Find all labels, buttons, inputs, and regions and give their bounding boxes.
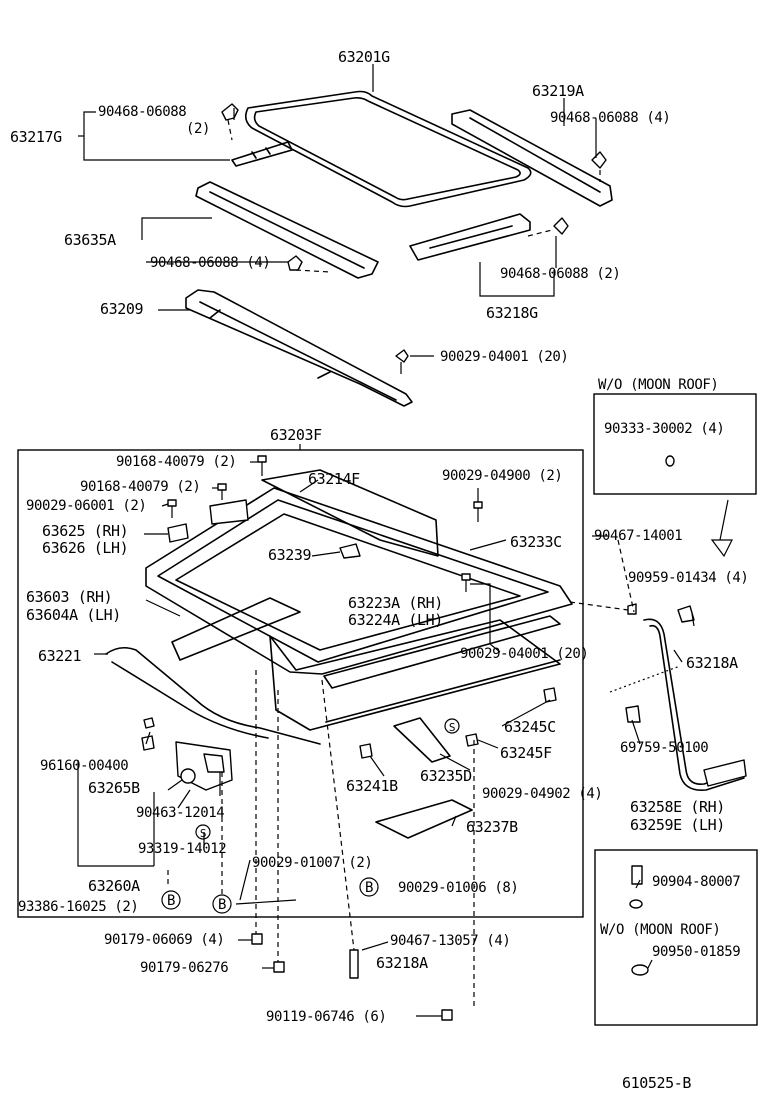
- label-90168-a: 90168-40079 (2): [116, 454, 236, 470]
- label-63218A-right: 63218A: [686, 654, 738, 672]
- svg-text:B: B: [218, 897, 226, 913]
- label-90467-13057: 90467-13057 (4): [390, 933, 510, 949]
- label-63219A: 63219A: [532, 82, 584, 100]
- label-90029-04001-mid: 90029-04001 (20): [460, 646, 588, 662]
- label-moon-roof-lower: W/O (MOON ROOF): [600, 922, 720, 938]
- svg-text:S: S: [200, 827, 206, 840]
- label-63233C: 63233C: [510, 533, 562, 551]
- label-90119: 90119-06746 (6): [266, 1009, 386, 1025]
- fasteners-drawing: [167, 455, 695, 1021]
- label-63209: 63209: [100, 300, 144, 318]
- svg-text:B: B: [365, 880, 373, 896]
- leader-lines: [77, 64, 733, 1017]
- label-90950: 90950-01859: [652, 944, 740, 960]
- glass-panel-drawing: [244, 90, 532, 208]
- label-90904: 90904-80007: [652, 874, 740, 890]
- label-90959: 90959-01434 (4): [628, 570, 748, 586]
- bracket-right-drawing: [409, 213, 569, 261]
- label-63626: 63626 (LH): [42, 539, 128, 557]
- link-drawing: [185, 289, 413, 407]
- label-63635A: 63635A: [64, 231, 116, 249]
- part-labels: 63201G 63219A 90468-06088 (2) 63217G 904…: [10, 48, 749, 1092]
- motor-drawing: [141, 717, 233, 791]
- label-63237B: 63237B: [466, 818, 518, 836]
- svg-text:B: B: [167, 893, 175, 909]
- label-63218G: 63218G: [486, 304, 538, 322]
- label-63239: 63239: [268, 546, 312, 564]
- bracket-left-drawing: [221, 103, 293, 167]
- circle-s-symbol-1: S: [444, 718, 460, 734]
- label-90029-01006: 90029-01006 (8): [398, 880, 518, 896]
- label-63603: 63603 (RH): [26, 588, 112, 606]
- bracket-bottom-drawing: [393, 717, 451, 763]
- label-63259E: 63259E (LH): [630, 816, 725, 834]
- label-90468-2: 90468-06088 (2): [500, 266, 620, 282]
- drain-hose-drawing: [643, 618, 747, 791]
- plate-drawing: [375, 799, 473, 839]
- label-63203F: 63203F: [270, 426, 322, 444]
- label-90029-01007: 90029-01007 (2): [252, 855, 372, 871]
- circle-s-symbol-2: S: [195, 824, 211, 840]
- label-90029-06001: 90029-06001 (2): [26, 498, 146, 514]
- label-90468-top-left: 90468-06088: [98, 104, 186, 120]
- label-90179-06276: 90179-06276: [140, 960, 228, 976]
- circle-b-symbol-2: B: [212, 894, 232, 914]
- label-63258E: 63258E (RH): [630, 798, 725, 816]
- label-63218A-bottom: 63218A: [376, 954, 428, 972]
- label-63224A: 63224A (LH): [348, 611, 443, 629]
- label-63235D: 63235D: [420, 767, 472, 785]
- circle-b-symbol-1: B: [161, 890, 181, 910]
- label-63265B: 63265B: [88, 779, 140, 797]
- label-93386: 93386-16025 (2): [18, 899, 138, 915]
- deflector-bar-drawing: [195, 181, 379, 279]
- label-63241B: 63241B: [346, 777, 398, 795]
- label-90468-right-4: 90468-06088 (4): [550, 110, 670, 126]
- label-93319: 93319-14012: [138, 841, 226, 857]
- label-90467-14001: 90467-14001: [594, 528, 682, 544]
- moon-roof-box-upper: [593, 393, 757, 495]
- label-63217G: 63217G: [10, 128, 62, 146]
- label-90333: 90333-30002 (4): [604, 421, 724, 437]
- label-90029-04001-top: 90029-04001 (20): [440, 349, 568, 365]
- reference-number: 610525-B: [622, 1074, 691, 1092]
- svg-text:S: S: [449, 721, 455, 734]
- label-90468-mid-4: 90468-06088 (4): [150, 255, 270, 271]
- housing-drawing: [145, 469, 573, 731]
- cable-drawing: [105, 646, 321, 745]
- label-90168-b: 90168-40079 (2): [80, 479, 200, 495]
- label-63245C: 63245C: [504, 718, 556, 736]
- label-moon-roof-upper: W/O (MOON ROOF): [598, 377, 718, 393]
- label-90179-06069: 90179-06069 (4): [104, 932, 224, 948]
- label-90463: 90463-12014: [136, 805, 224, 821]
- label-63245F: 63245F: [500, 744, 552, 762]
- label-90468-top-left-qty: (2): [186, 121, 210, 137]
- label-63223A: 63223A (RH): [348, 594, 443, 612]
- label-96160: 96160-00400: [40, 758, 128, 774]
- label-63201G: 63201G: [338, 48, 390, 66]
- label-63260A: 63260A: [88, 877, 140, 895]
- label-63625: 63625 (RH): [42, 522, 128, 540]
- rail-right-drawing: [451, 109, 613, 207]
- label-63604A: 63604A (LH): [26, 606, 121, 624]
- label-90029-04902: 90029-04902 (4): [482, 786, 602, 802]
- label-90029-04900: 90029-04900 (2): [442, 468, 562, 484]
- label-63214F: 63214F: [308, 470, 360, 488]
- circle-b-symbol-3: B: [359, 877, 379, 897]
- moon-roof-box-lower: [594, 849, 758, 1026]
- main-assembly-box: [17, 444, 584, 918]
- label-69759: 69759-50100: [620, 740, 708, 756]
- label-63221: 63221: [38, 647, 82, 665]
